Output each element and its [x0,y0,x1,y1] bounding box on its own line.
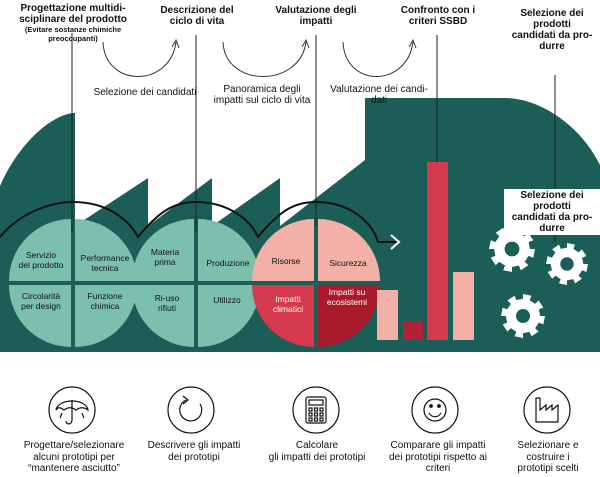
quad-3-3 [252,285,314,347]
gear-selection-label: Selezione dei prodotti candidati da pro-… [504,189,600,235]
curve-arrow-1 [102,41,177,77]
curve-arrow-1-head [171,38,180,49]
circle-life-cycle [132,219,260,347]
stage-label-1: Progettazione multidi- sciplinare del pr… [0,3,146,43]
quad-label-2-1: Materia prima [150,247,180,267]
curve-arrow-3 [342,41,414,77]
bar-1 [377,290,398,340]
quad-label-2-2: Produzione [206,258,250,268]
bottom-step-3: Calcolare gli impatti dei prototipi [268,440,366,463]
circular-arrow-icon [167,386,215,434]
gears-group [489,226,588,338]
quad-2-3 [132,285,194,347]
quad-3-4 [318,285,380,347]
quad-label-1-3: Circolarità per design [21,291,61,311]
bottom-step-4: Comparare gli impatti dei prototipi risp… [389,440,487,474]
bar-3 [427,162,448,340]
stage-label-5: Selezione dei prodotti candidati da pro-… [511,8,593,52]
stage-label-3: Valutazione degli impatti [275,5,357,27]
quad-2-2 [198,219,260,281]
quad-3-2 [318,219,380,281]
quad-label-2-4: Utilizzo [213,295,241,305]
circle-arcs [0,200,398,243]
quad-label-3-1: Risorse [271,256,301,266]
stage-note-1: (Evitare sostanze chimiche preoccupanti) [24,25,122,43]
bar-4 [453,272,474,340]
gear-hole [504,241,520,257]
curve-arrow-3-head [408,38,417,49]
quad-1-4 [75,285,137,347]
quad-1-3 [9,285,71,347]
quad-2-4 [198,285,260,347]
quad-label-1-4: Funzione chimica [87,291,123,311]
quad-1-2 [75,219,137,281]
calculator-icon [292,386,340,434]
quad-3-1 [252,219,314,281]
umbrella-icon [48,386,96,434]
stage-label-4: Confronto con i criteri SSBD [400,5,476,27]
quad-label-2-3: Ri-uso rifiuti [154,293,180,313]
quad-1-1 [9,219,71,281]
quad-label-1-2: Performance tecnica [80,253,130,273]
quad-label-3-4: Impatti su ecosistemi [326,287,368,307]
quad-label-1-1: Servizio del prodotto [18,250,64,270]
transition-label-1: Selezione dei candidati [93,87,197,98]
bottom-step-2: Descrivere gli impatti dei prototipi [147,440,241,463]
factory-icon [523,386,571,434]
transition-label-3: Valutazione dei candi- dati [330,84,428,106]
quad-2-1 [132,219,194,281]
gear-hole [560,257,574,271]
circle-impacts [252,219,380,347]
stage-label-2: Descrizione del ciclo di vita [160,5,234,27]
transition-label-2: Panoramica degli impatti sul ciclo di vi… [213,84,311,106]
quad-label-3-2: Sicurezza [329,258,367,268]
curve-arrow-2 [222,41,307,77]
bottom-step-5: Selezionare e costruire i prototipi scel… [517,440,579,474]
flow-arrowhead [390,234,401,250]
curve-arrow-2-head [301,38,310,49]
bottom-step-1: Progettare/selezionare alcuni prototipi … [23,440,125,474]
stage-title-1: Progettazione multidi- sciplinare del pr… [19,3,127,25]
quad-label-3-3: Impatti climatici [272,294,304,314]
smiley-icon [411,386,459,434]
gear-hole [516,309,530,323]
circle-product-design [9,219,137,347]
bar-2 [403,321,423,340]
